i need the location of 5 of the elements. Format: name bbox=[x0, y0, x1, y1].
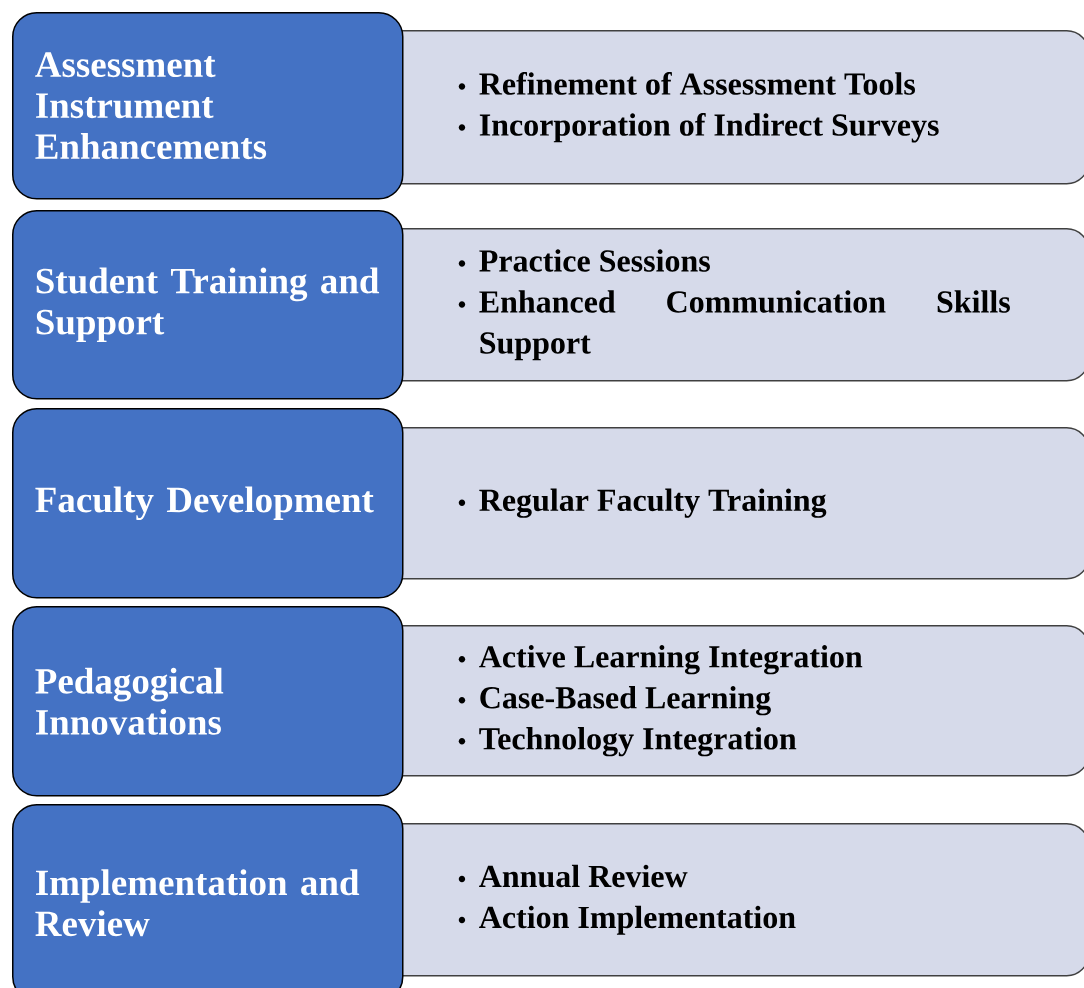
heading-box: Student Training and Support bbox=[12, 210, 404, 400]
heading-box: Implementation and Review bbox=[12, 804, 404, 988]
heading-box: Assessment Instrument Enhancements bbox=[12, 12, 404, 200]
heading-box: Pedagogical Innovations bbox=[12, 606, 404, 797]
heading-box: Faculty Development bbox=[12, 408, 404, 599]
